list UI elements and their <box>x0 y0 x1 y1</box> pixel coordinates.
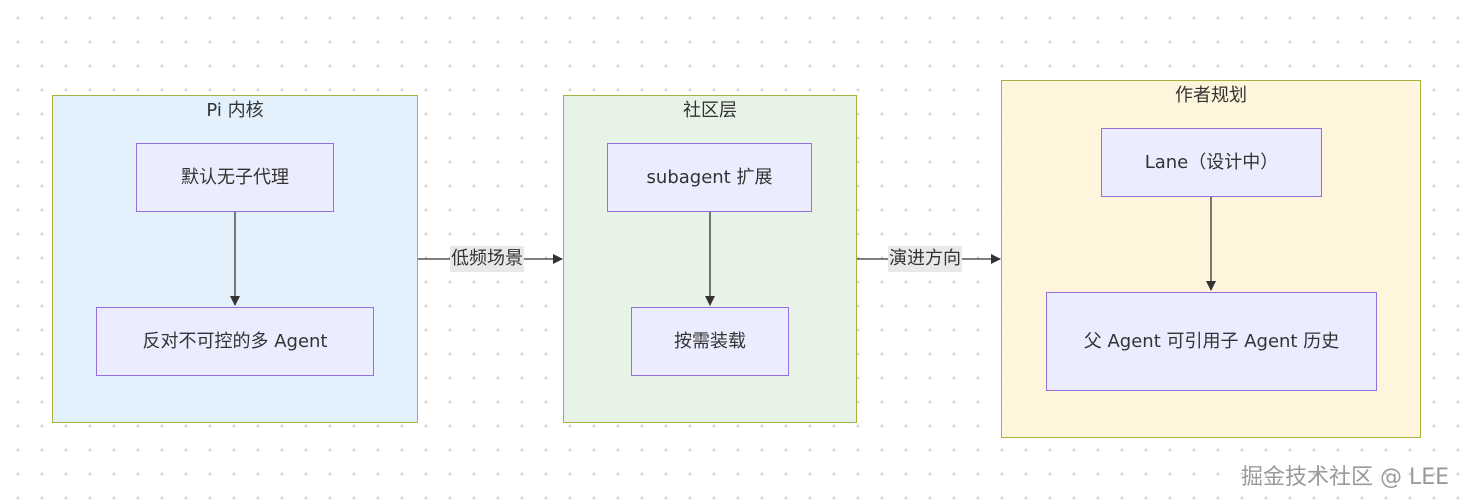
cluster-title-pi-kernel: Pi 内核 <box>206 100 264 121</box>
node-default-no-subagent: 默认无子代理 <box>136 143 334 212</box>
node-load-on-demand: 按需装载 <box>631 307 789 376</box>
node-lane-in-design: Lane（设计中） <box>1101 128 1322 197</box>
node-subagent-extension: subagent 扩展 <box>607 143 812 212</box>
node-oppose-uncontrolled-multi-agent: 反对不可控的多 Agent <box>96 307 374 376</box>
cluster-title-community-layer: 社区层 <box>683 100 737 121</box>
cluster-title-author-plan: 作者规划 <box>1175 85 1247 106</box>
edge-label-community-to-author: 演进方向 <box>888 246 962 272</box>
edge-label-pi-to-community: 低频场景 <box>450 246 524 272</box>
node-parent-agent-references-child-history: 父 Agent 可引用子 Agent 历史 <box>1046 292 1377 391</box>
watermark: 掘金技术社区 @ LEE <box>1240 465 1449 490</box>
